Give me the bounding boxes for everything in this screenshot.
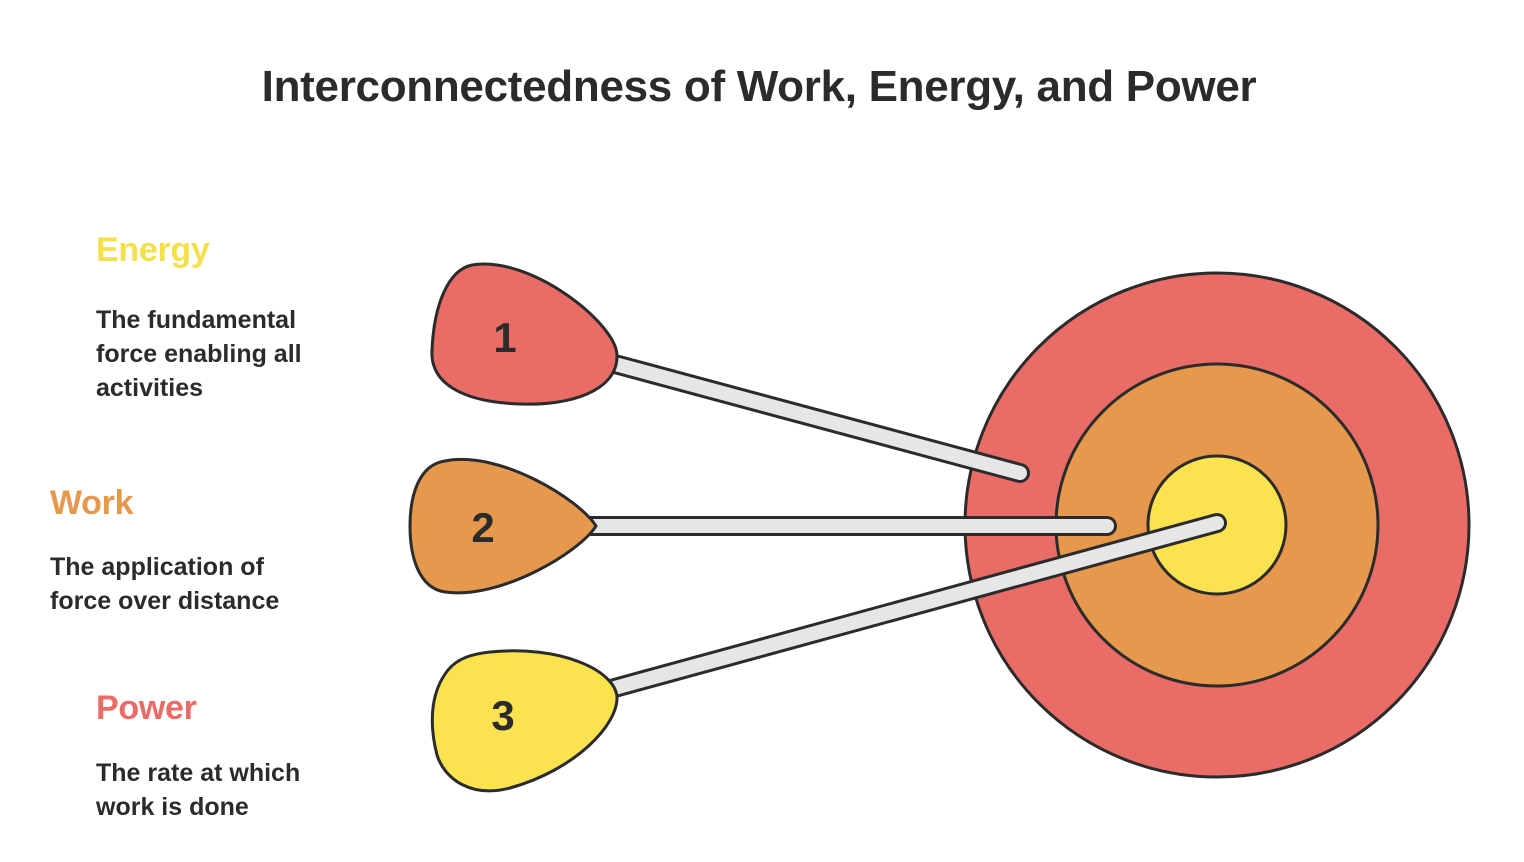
arrow-2: 2 [408, 458, 1117, 595]
arrow-3-number: 3 [491, 692, 514, 739]
power-heading: Power [96, 689, 197, 727]
power-description: The rate at which work is done [96, 759, 301, 821]
arrow-1-shaft [593, 353, 1027, 480]
arrow-3-shaft [593, 516, 1224, 699]
page-title: Interconnectedness of Work, Energy, and … [261, 62, 1257, 111]
arrow-2-number: 2 [471, 504, 494, 551]
arrow-1-fin [430, 262, 619, 406]
arrow-1: 1 [430, 262, 1030, 483]
energy-description: The fundamental force enabling all activ… [96, 306, 302, 402]
energy-heading: Energy [96, 231, 210, 269]
work-heading: Work [50, 484, 134, 522]
arrow-1-number: 1 [493, 314, 516, 361]
work-description: The application of force over distance [50, 553, 280, 615]
arrow-2-fin [408, 458, 598, 595]
arrow-3-fin [430, 649, 619, 793]
arrow-3: 3 [430, 513, 1227, 793]
